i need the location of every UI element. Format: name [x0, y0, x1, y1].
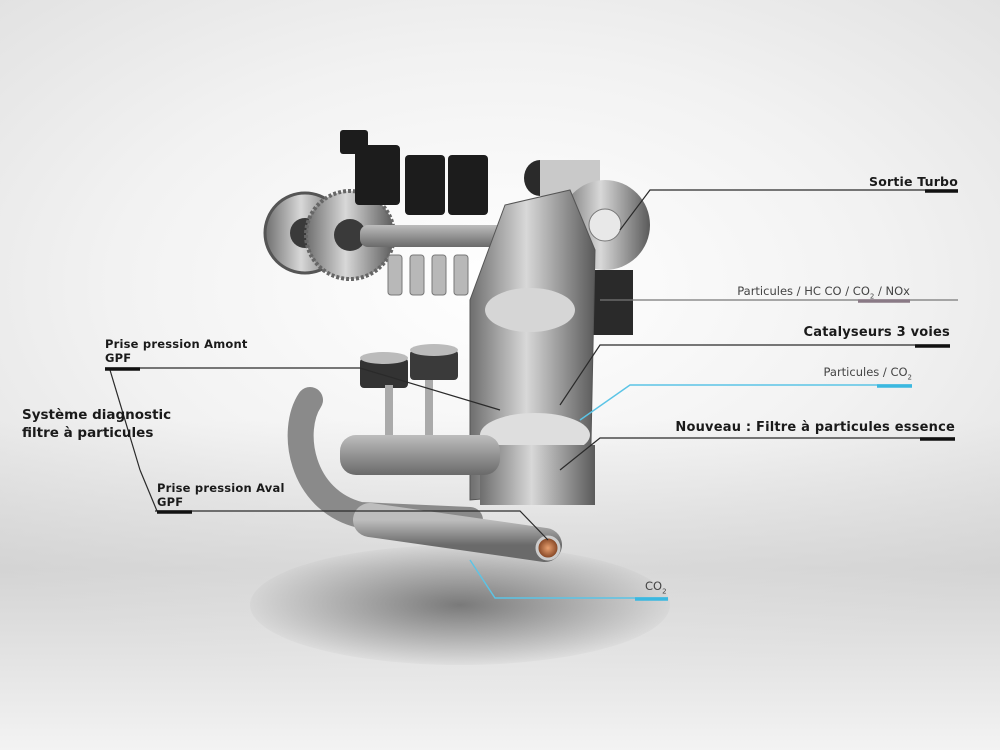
blue-leader-lines [469, 384, 912, 599]
label-sortie-turbo: Sortie Turbo [869, 174, 958, 189]
label-nouveau-filtre-particules: Nouveau : Filtre à particules essence [675, 420, 955, 435]
label-catalyseurs-3-voies: Catalyseurs 3 voies [803, 325, 950, 340]
label-prise-pression-aval: Prise pression Aval GPF [157, 481, 285, 509]
label-systeme-diagnostic: Système diagnostic filtre à particules [22, 407, 172, 441]
label-particules-co2: Particules / CO2 [823, 365, 912, 382]
label-prise-pression-amont: Prise pression Amont GPF [105, 337, 248, 365]
label-particules-hc-co-co2-nox: Particules / HC CO / CO2 / NOx [737, 284, 910, 301]
engine-shadow [250, 545, 670, 665]
label-co2: CO2 [645, 579, 667, 596]
